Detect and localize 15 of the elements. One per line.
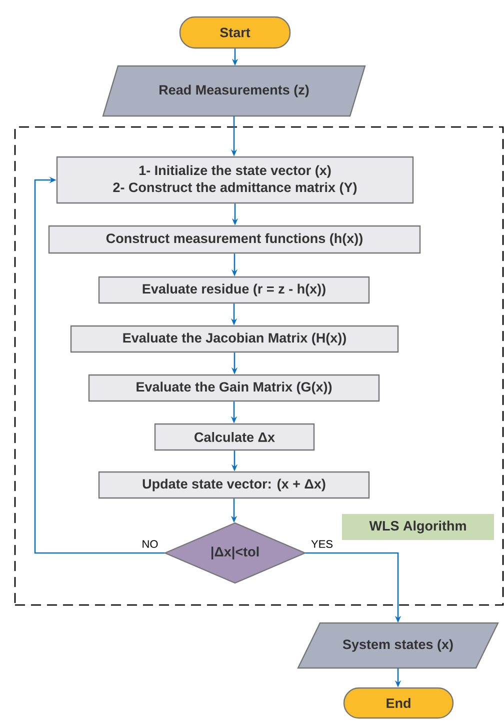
process-box: 1- Initialize the state vector (x) 2- Construct the admittance matrix (Y) bbox=[56, 156, 414, 204]
edge-label: YES bbox=[310, 539, 334, 549]
process-box: Evaluate the Jacobian Matrix (H(x)) bbox=[70, 325, 399, 353]
process-box: Evaluate residue (r = z - h(x)) bbox=[98, 276, 370, 304]
title-tag: WLS Algorithm bbox=[342, 514, 494, 540]
terminal-oval: End bbox=[343, 687, 454, 719]
io-parallelogram: System states (x) bbox=[297, 622, 499, 669]
arrow bbox=[34, 176, 165, 554]
edge-label: NO bbox=[140, 539, 160, 549]
io-parallelogram: Read Measurements (z) bbox=[102, 65, 366, 117]
process-box: Calculate Δx bbox=[154, 423, 315, 451]
process-box: Construct measurement functions (h(x)) bbox=[48, 225, 421, 254]
process-box: Evaluate the Gain Matrix (G(x)) bbox=[88, 374, 380, 402]
process-box: Update state vector: (x + Δx) bbox=[98, 471, 370, 499]
dashed-frame bbox=[14, 126, 504, 606]
